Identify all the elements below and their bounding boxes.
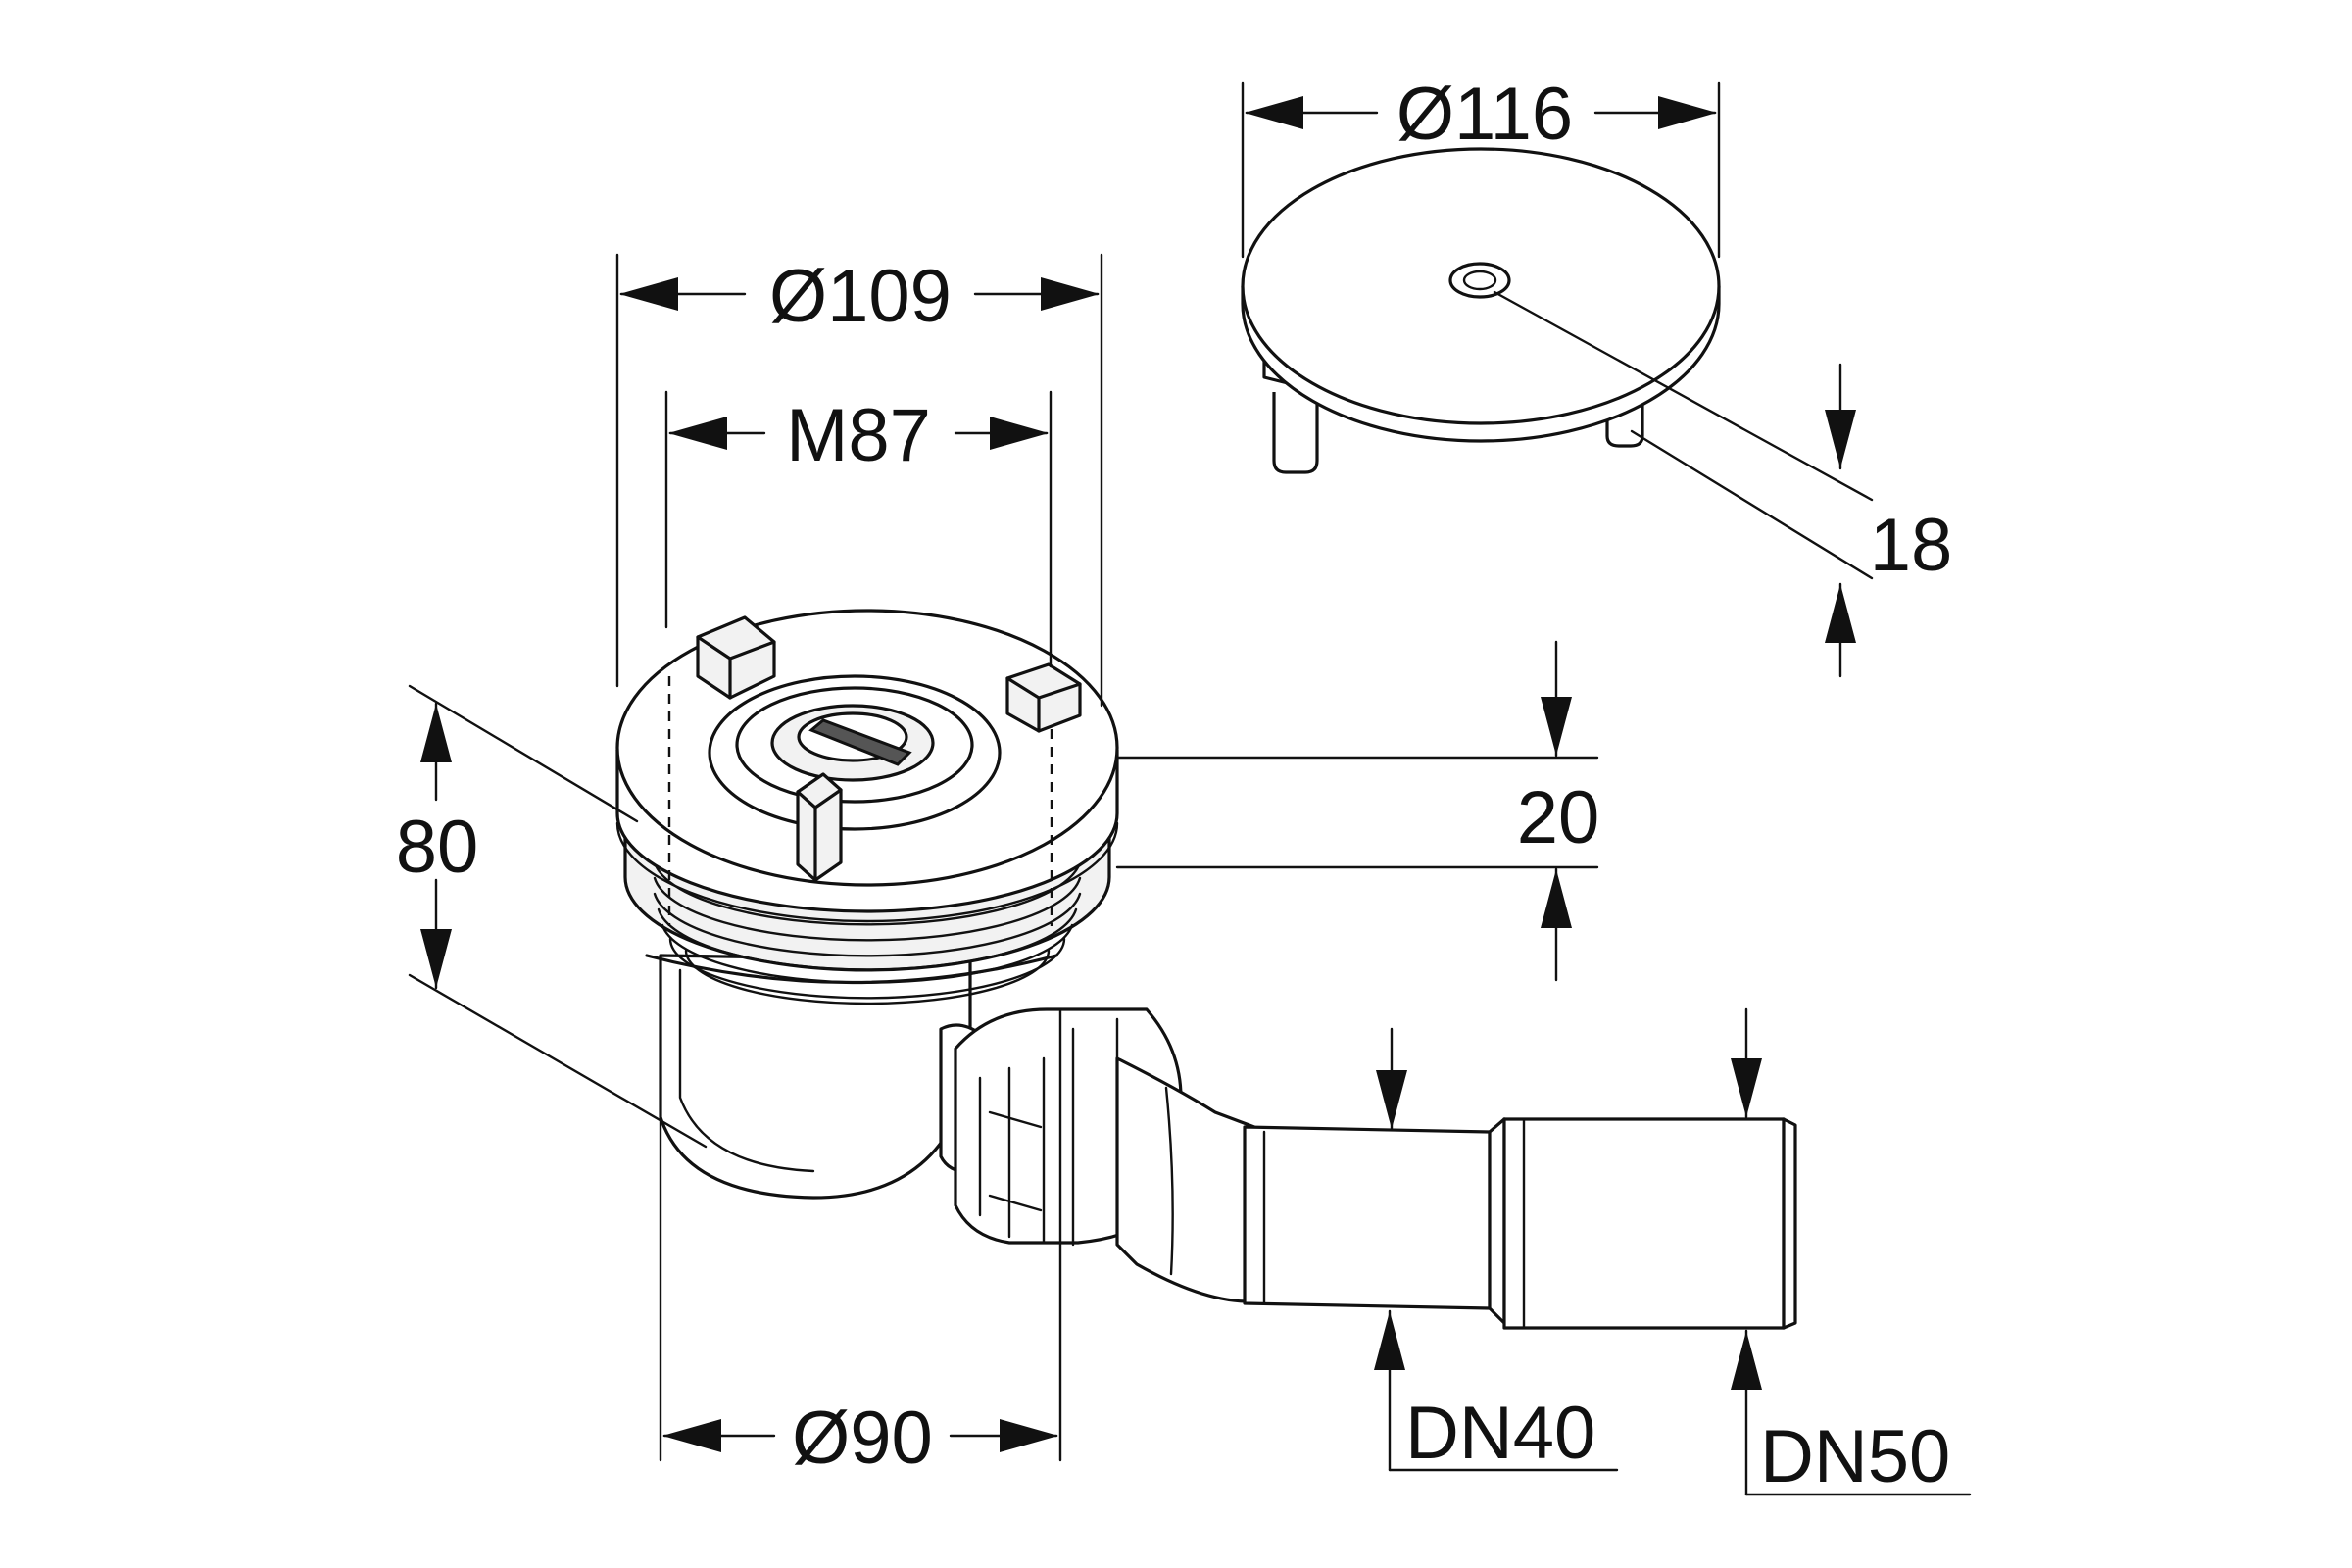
dim-flange-diameter: Ø109 [615,253,1103,708]
label-thread: M87 [786,394,931,477]
cover-leg [1272,392,1319,474]
pipe-dn40 [1243,1125,1492,1310]
label-body-diameter: Ø90 [792,1396,933,1480]
cover-top [1241,147,1721,425]
label-total-height: 80 [396,806,479,889]
trap-bowl [659,954,972,1200]
outlet-assembly [939,1007,1797,1330]
label-outlet-dn40: DN40 [1405,1392,1595,1475]
dim-flange-height: 20 [1115,640,1600,982]
dim-cover-height: 18 [1493,290,1953,678]
dim-cover-diameter: Ø116 [1241,73,1721,259]
dim-body-diameter: Ø90 [659,968,1062,1480]
cover-center-hole-inner [1462,270,1497,291]
pipe-dn50 [1502,1117,1786,1330]
dim-thread: M87 [664,390,1053,668]
cover-plate [1241,147,1721,474]
cover-center-hole [1448,262,1511,299]
dim-total-height: 80 [396,684,708,1149]
dim-outlet-dn40: DN40 [1374,1027,1619,1475]
label-cover-diameter: Ø116 [1396,73,1573,156]
label-flange-height: 20 [1517,776,1600,859]
strainer-bar [808,718,912,766]
label-cover-height: 18 [1870,504,1953,587]
dim-outlet-dn50: DN50 [1731,1007,1972,1498]
pipe-elbow [1115,1056,1256,1303]
label-outlet-dn50: DN50 [1760,1415,1950,1498]
drain-body [615,609,1119,1200]
label-flange-diameter: Ø109 [769,255,952,338]
flange-clip [796,772,843,882]
